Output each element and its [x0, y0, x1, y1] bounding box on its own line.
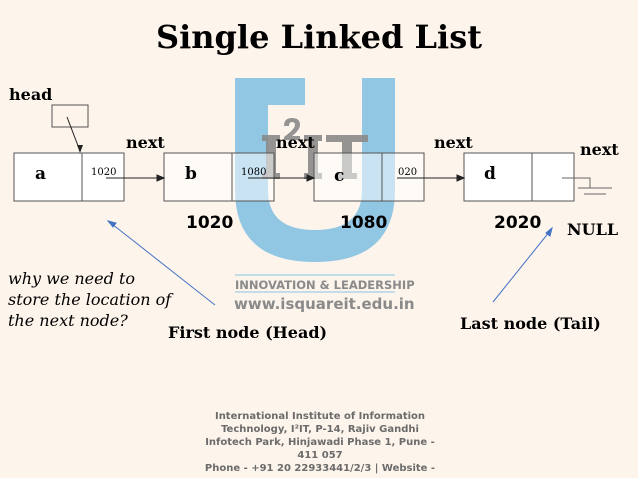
- first-node-label: First node (Head): [168, 323, 328, 342]
- next-label-a: next: [126, 133, 165, 152]
- node-a-next: 1020: [91, 167, 117, 178]
- footer-line: Infotech Park, Hinjawadi Phase 1, Pune -: [205, 437, 435, 448]
- address-d: 2020: [494, 213, 542, 233]
- null-label: NULL: [567, 220, 619, 239]
- next-label-c: next: [434, 133, 473, 152]
- next-label-d: next: [580, 140, 619, 159]
- footer-line: International Institute of Information: [214, 411, 426, 422]
- node-b-data: b: [185, 164, 197, 184]
- next-label-b: next: [276, 133, 315, 152]
- footer-line: Phone - +91 20 22933441/2/3 | Website -: [204, 463, 436, 474]
- footer-line: Technology, I²IT, P-14, Rajiv Gandhi: [221, 424, 419, 435]
- logo-website: www.isquareit.edu.in: [234, 295, 415, 313]
- question-line: the next node?: [8, 311, 128, 330]
- node-d-box: [463, 152, 575, 202]
- node-a-box: [13, 152, 125, 202]
- node-c-data: c: [334, 166, 345, 186]
- slide-title: Single Linked List: [156, 18, 482, 56]
- null-ground-icon: [562, 177, 612, 195]
- head-label: head: [9, 85, 53, 104]
- logo-tagline: INNOVATION & LEADERSHIP: [235, 278, 415, 292]
- head-pointer-box: [51, 104, 89, 128]
- address-c: 1080: [340, 213, 388, 233]
- footer-address: International Institute of Information T…: [200, 410, 440, 475]
- question-line: why we need to: [8, 269, 136, 288]
- node-b-next: 1080: [241, 167, 267, 178]
- node-b-box: [163, 152, 275, 202]
- node-a-data: a: [35, 164, 47, 184]
- node-d-data: d: [484, 164, 496, 184]
- address-b: 1020: [186, 213, 234, 233]
- logo-shape: [235, 78, 395, 262]
- question-line: store the location of: [8, 290, 172, 309]
- footer-line: 411 057: [297, 450, 343, 461]
- last-node-label: Last node (Tail): [460, 314, 601, 333]
- node-c-next: 020: [398, 167, 418, 178]
- question-text: why we need to store the location of the…: [8, 268, 171, 331]
- node-c-box: [313, 152, 425, 202]
